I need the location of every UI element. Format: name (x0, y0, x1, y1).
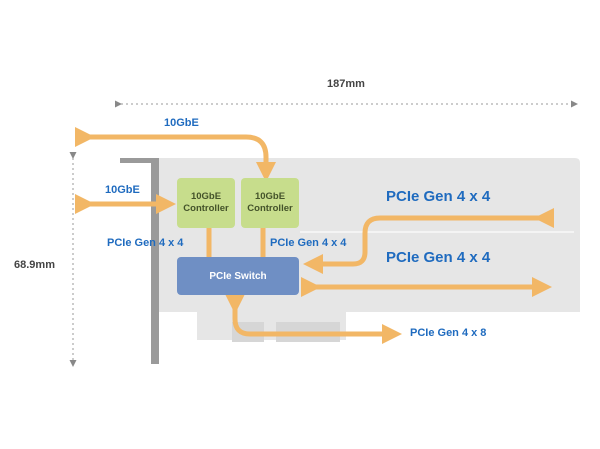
controller-2-line1: 10GbE (254, 191, 286, 202)
label-pcie-bottom: PCIe Gen 4 x 8 (410, 327, 487, 339)
mounting-bracket (151, 158, 159, 364)
arrow-pcie-upper (303, 208, 555, 274)
label-pcie-lower: PCIe Gen 4 x 4 (386, 249, 491, 266)
pcie-switch: PCIe Switch (177, 257, 299, 295)
controller-1-line2: Controller (183, 203, 229, 214)
arrow-10gbe-top (74, 127, 276, 182)
bracket-top-tab (120, 158, 159, 163)
label-pcie-left: PCIe Gen 4 x 4 (107, 237, 184, 249)
arrow-pcie-bottom (225, 293, 402, 344)
length-label: 187mm (327, 78, 365, 90)
label-10gbe-left: 10GbE (105, 184, 140, 196)
height-label: 68.9mm (14, 259, 55, 271)
label-10gbe-top: 10GbE (164, 117, 199, 129)
label-pcie-upper: PCIe Gen 4 x 4 (386, 188, 491, 205)
10gbe-controller-1: 10GbE Controller (177, 178, 235, 228)
controller-2-line2: Controller (247, 203, 293, 214)
label-pcie-mid: PCIe Gen 4 x 4 (270, 237, 347, 249)
10gbe-controller-2: 10GbE Controller (241, 178, 299, 228)
pcie-switch-label: PCIe Switch (209, 270, 267, 282)
controller-1-line1: 10GbE (190, 191, 222, 202)
